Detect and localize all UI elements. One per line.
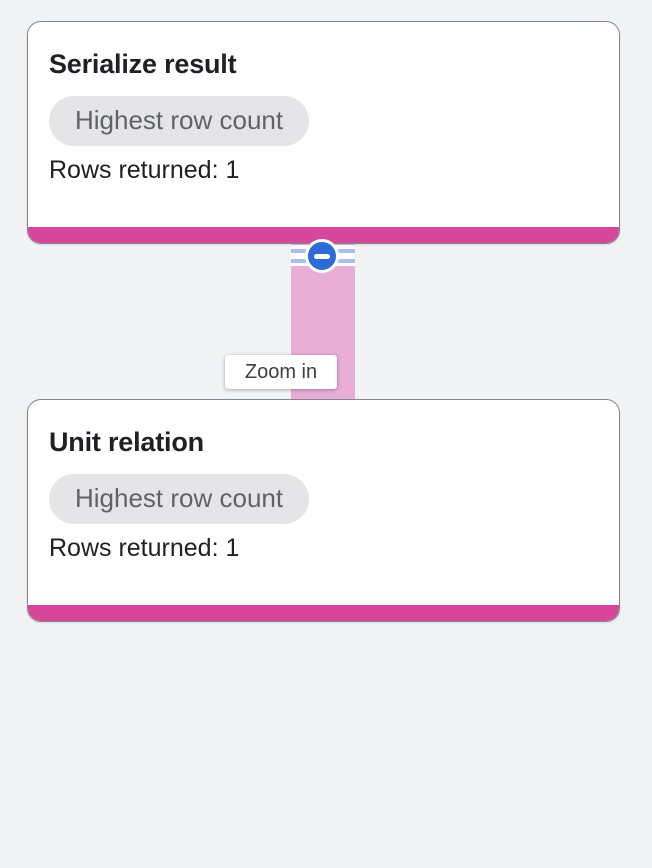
collapse-edge-button[interactable]: [305, 239, 339, 273]
stage-accent-bar: [28, 227, 619, 243]
stage-accent-bar: [28, 605, 619, 621]
zoom-in-tooltip: Zoom in: [225, 355, 337, 389]
rows-returned-text: Rows returned: 1: [49, 533, 240, 562]
minus-icon: [314, 253, 330, 259]
stage-node-serialize-result[interactable]: Serialize result Highest row count Rows …: [27, 21, 620, 244]
stage-node-unit-relation[interactable]: Unit relation Highest row count Rows ret…: [27, 399, 620, 622]
highest-row-count-badge: Highest row count: [49, 474, 310, 524]
highest-row-count-badge: Highest row count: [49, 96, 310, 146]
stage-title: Unit relation: [49, 427, 204, 457]
stage-title: Serialize result: [49, 49, 237, 79]
rows-returned-text: Rows returned: 1: [49, 155, 240, 184]
